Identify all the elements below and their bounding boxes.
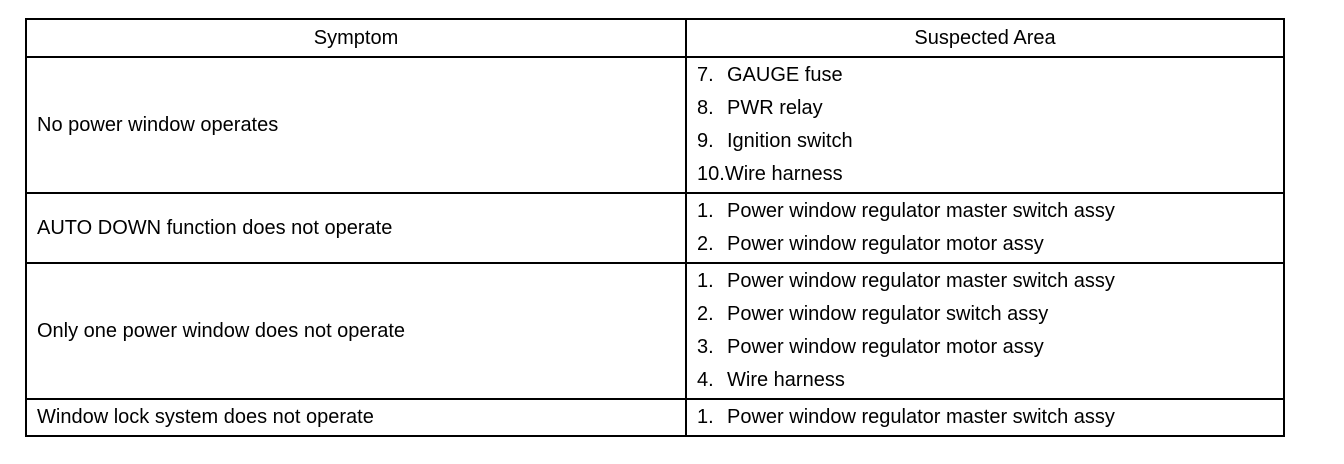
- suspected-area-cell: 1. Power window regulator master switch …: [685, 262, 1285, 400]
- area-text: Power window regulator master switch ass…: [727, 200, 1115, 222]
- suspected-area-cell: 1. Power window regulator master switch …: [685, 398, 1285, 437]
- area-number: 1.: [697, 200, 714, 222]
- area-item: 3. Power window regulator motor assy: [697, 331, 1283, 364]
- area-number: 2.: [697, 233, 714, 255]
- symptom-cell: No power window operates: [25, 56, 687, 194]
- area-item: 7. GAUGE fuse: [697, 59, 1283, 92]
- area-item: 10.Wire harness: [697, 158, 1283, 191]
- area-item: 8. PWR relay: [697, 92, 1283, 125]
- area-number: 1.: [697, 406, 714, 428]
- suspected-area-cell: 7. GAUGE fuse 8. PWR relay 9. Ignition s…: [685, 56, 1285, 194]
- area-item: 1. Power window regulator master switch …: [697, 265, 1283, 298]
- area-text: Power window regulator motor assy: [727, 233, 1044, 255]
- area-text: Power window regulator motor assy: [727, 336, 1044, 358]
- area-item: 2. Power window regulator switch assy: [697, 298, 1283, 331]
- area-number: 8.: [697, 97, 714, 119]
- area-item: 1. Power window regulator master switch …: [697, 195, 1283, 228]
- table-row: Window lock system does not operate 1. P…: [25, 398, 1285, 437]
- symptom-table: Symptom Suspected Area No power window o…: [25, 18, 1285, 437]
- area-number: 2.: [697, 303, 714, 325]
- area-text: Power window regulator master switch ass…: [727, 270, 1115, 292]
- header-suspected-area: Suspected Area: [685, 18, 1285, 58]
- area-text: Wire harness: [724, 163, 843, 185]
- area-text: Power window regulator switch assy: [727, 303, 1049, 325]
- header-row: Symptom Suspected Area: [25, 18, 1285, 58]
- symptom-cell: AUTO DOWN function does not operate: [25, 192, 687, 264]
- area-text: Wire harness: [727, 369, 845, 391]
- symptom-cell: Window lock system does not operate: [25, 398, 687, 437]
- area-text: Ignition switch: [727, 130, 853, 152]
- area-item: 4. Wire harness: [697, 364, 1283, 397]
- area-number: 10.: [697, 163, 725, 185]
- table-row: AUTO DOWN function does not operate 1. P…: [25, 192, 1285, 264]
- table-row: Only one power window does not operate 1…: [25, 262, 1285, 400]
- area-number: 3.: [697, 336, 714, 358]
- symptom-cell: Only one power window does not operate: [25, 262, 687, 400]
- area-item: 9. Ignition switch: [697, 125, 1283, 158]
- area-item: 2. Power window regulator motor assy: [697, 228, 1283, 261]
- area-number: 7.: [697, 64, 714, 86]
- table-row: No power window operates 7. GAUGE fuse 8…: [25, 56, 1285, 194]
- header-symptom: Symptom: [25, 18, 687, 58]
- area-text: Power window regulator master switch ass…: [727, 406, 1115, 428]
- area-number: 4.: [697, 369, 714, 391]
- area-text: PWR relay: [727, 97, 823, 119]
- area-item: 1. Power window regulator master switch …: [697, 401, 1283, 434]
- area-number: 1.: [697, 270, 714, 292]
- area-number: 9.: [697, 130, 714, 152]
- area-text: GAUGE fuse: [727, 64, 843, 86]
- suspected-area-cell: 1. Power window regulator master switch …: [685, 192, 1285, 264]
